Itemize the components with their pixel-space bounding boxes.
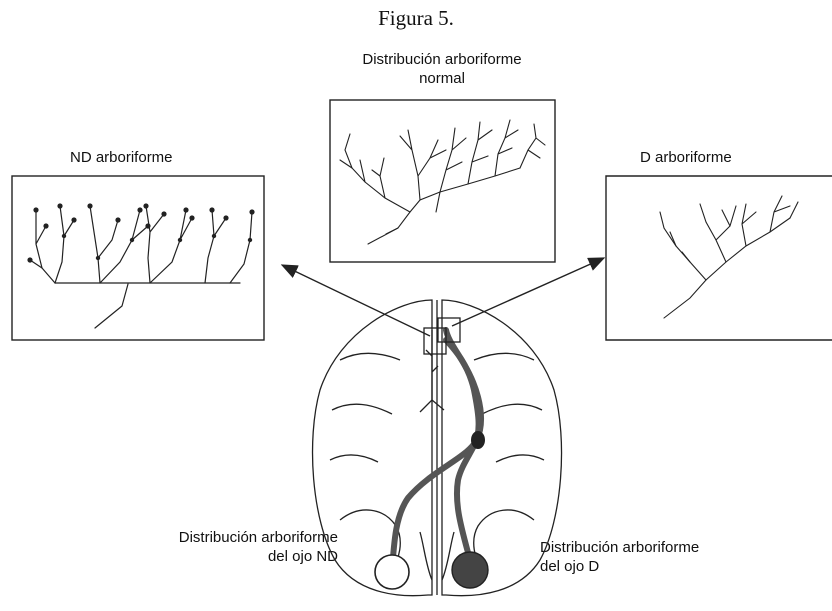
d-eye-circle [452, 552, 488, 588]
arrow-to-d-panel [452, 258, 604, 326]
d-arborization-panel [606, 176, 832, 340]
brain-outline [313, 300, 562, 596]
relay-node [471, 431, 485, 449]
arrow-to-nd-panel [282, 265, 430, 336]
normal-arborization-panel [330, 100, 555, 262]
nd-arborization-panel [12, 176, 264, 340]
nd-eye-circle [375, 555, 409, 589]
zoom-box-left [424, 328, 446, 354]
